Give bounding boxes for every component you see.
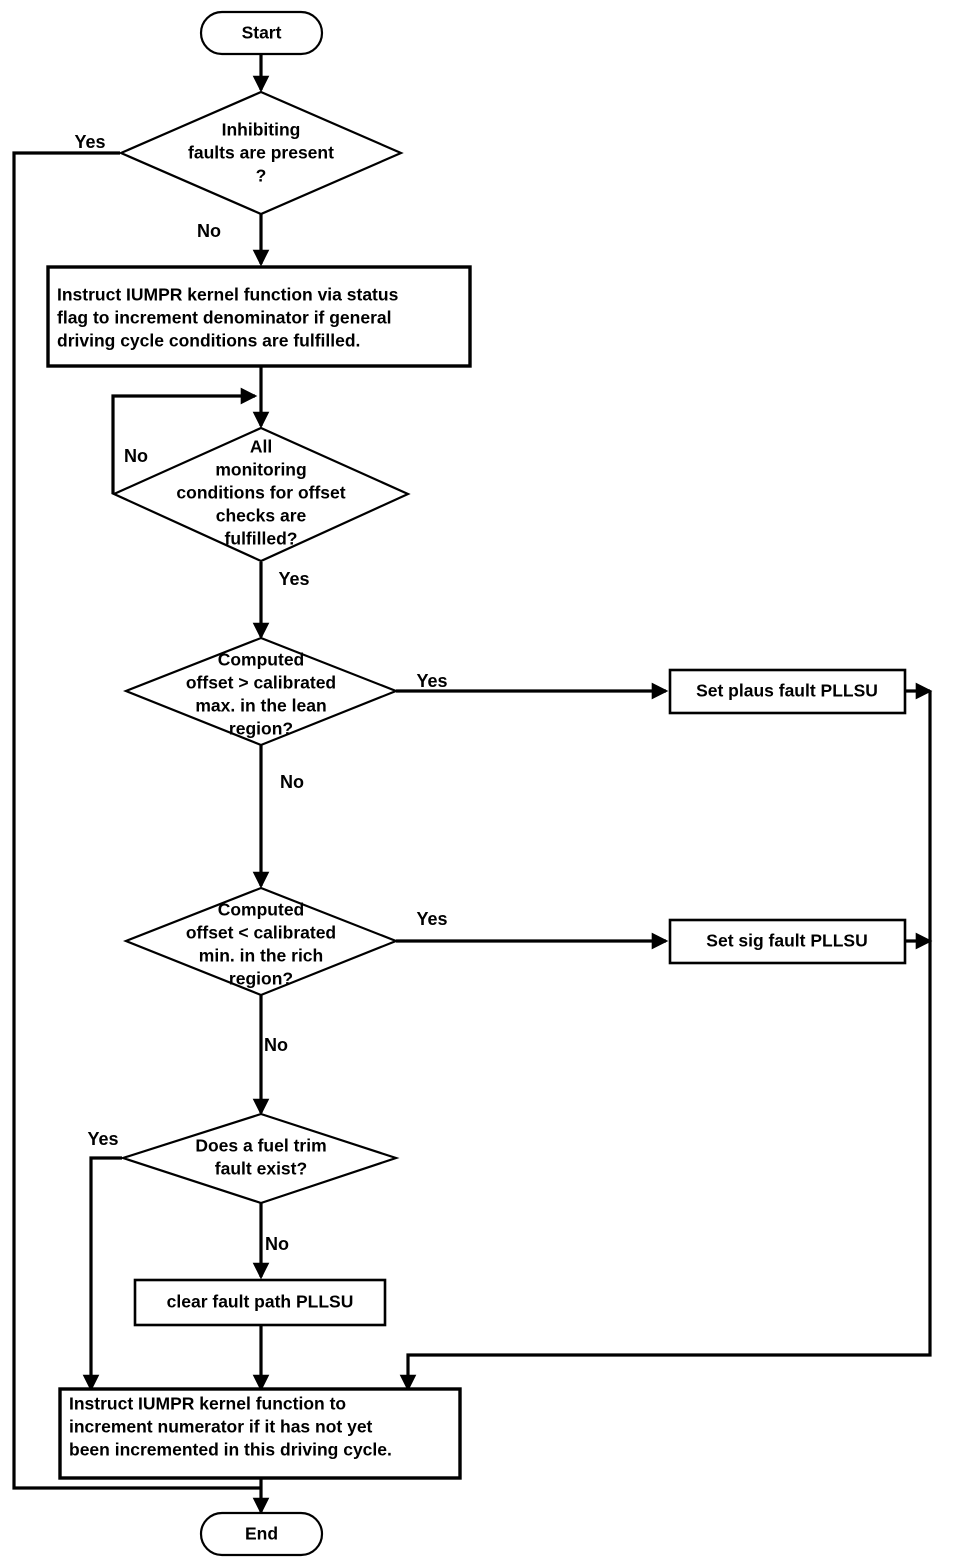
edge-label-rich-no: No xyxy=(264,1035,288,1055)
node-monitoring-conditions-line-5: fulfilled? xyxy=(225,529,298,549)
node-instruct-denominator-line-1: Instruct IUMPR kernel function via statu… xyxy=(57,285,399,305)
node-offset-lt-min-rich-line-2: offset < calibrated xyxy=(186,923,336,943)
edge-label-fueltrim-yes: Yes xyxy=(87,1129,118,1149)
edge-label-rich-yes: Yes xyxy=(416,909,447,929)
node-fuel-trim-fault-line-2: fault exist? xyxy=(215,1159,307,1179)
node-fuel-trim-fault-line-1: Does a fuel trim xyxy=(195,1136,326,1156)
edge-fueltrim-yes-to-numerator xyxy=(82,1156,122,1392)
node-start[interactable] xyxy=(199,10,324,56)
node-instruct-numerator-line-1: Instruct IUMPR kernel function to xyxy=(69,1394,346,1414)
node-inhibiting-faults-line-3: ? xyxy=(256,166,267,186)
node-set-sig-fault-label: Set sig fault PLLSU xyxy=(706,931,867,951)
node-offset-gt-max-lean-line-1: Computed xyxy=(218,650,305,670)
edge-label-lean-yes: Yes xyxy=(416,671,447,691)
node-offset-lt-min-rich-line-1: Computed xyxy=(218,900,305,920)
node-clear-fault-path[interactable] xyxy=(133,1278,387,1327)
edge-label-monitoring-no: No xyxy=(124,446,148,466)
node-fuel-trim-fault[interactable] xyxy=(119,1112,400,1205)
node-monitoring-conditions-line-1: All xyxy=(250,437,272,457)
edge-inhibiting-yes-bypass xyxy=(12,151,261,1490)
node-offset-gt-max-lean-line-4: region? xyxy=(229,719,293,739)
node-start-label: Start xyxy=(242,23,282,43)
edge-label-lean-no: No xyxy=(280,772,304,792)
node-inhibiting-faults[interactable] xyxy=(118,90,404,216)
edge-monitoring-no-loopback xyxy=(111,387,258,494)
node-inhibiting-faults-line-1: Inhibiting xyxy=(222,120,301,140)
node-set-sig-fault[interactable] xyxy=(668,918,907,965)
node-monitoring-conditions-line-4: checks are xyxy=(216,506,307,526)
node-offset-lt-min-rich-line-4: region? xyxy=(229,969,293,989)
node-end-label: End xyxy=(245,1524,278,1544)
edge-label-fueltrim-no: No xyxy=(265,1234,289,1254)
node-instruct-numerator-line-2: increment numerator if it has not yet xyxy=(69,1417,373,1437)
node-set-plaus-fault[interactable] xyxy=(668,668,907,715)
edge-label-inhibiting-yes: Yes xyxy=(74,132,105,152)
node-instruct-numerator[interactable] xyxy=(58,1387,462,1480)
node-instruct-denominator-line-3: driving cycle conditions are fulfilled. xyxy=(57,331,360,351)
node-offset-lt-min-rich-line-3: min. in the rich xyxy=(199,946,323,966)
edge-label-monitoring-yes: Yes xyxy=(278,569,309,589)
edge-label-inhibiting-no: No xyxy=(197,221,221,241)
node-monitoring-conditions-line-2: monitoring xyxy=(215,460,306,480)
edge-right-rail-to-numerator xyxy=(399,691,932,1392)
node-set-plaus-fault-label: Set plaus fault PLLSU xyxy=(696,681,878,701)
node-monitoring-conditions[interactable] xyxy=(111,426,411,563)
node-clear-fault-path-label: clear fault path PLLSU xyxy=(167,1292,354,1312)
node-offset-gt-max-lean[interactable] xyxy=(123,636,399,747)
node-offset-gt-max-lean-line-2: offset > calibrated xyxy=(186,673,336,693)
node-instruct-denominator-line-2: flag to increment denominator if general xyxy=(57,308,392,328)
node-offset-gt-max-lean-line-3: max. in the lean xyxy=(195,696,326,716)
node-instruct-denominator[interactable] xyxy=(46,265,472,368)
node-monitoring-conditions-line-3: conditions for offset xyxy=(176,483,345,503)
node-end[interactable] xyxy=(199,1511,324,1557)
node-instruct-numerator-line-3: been incremented in this driving cycle. xyxy=(69,1440,392,1460)
node-inhibiting-faults-line-2: faults are present xyxy=(188,143,334,163)
node-offset-lt-min-rich[interactable] xyxy=(123,886,399,997)
